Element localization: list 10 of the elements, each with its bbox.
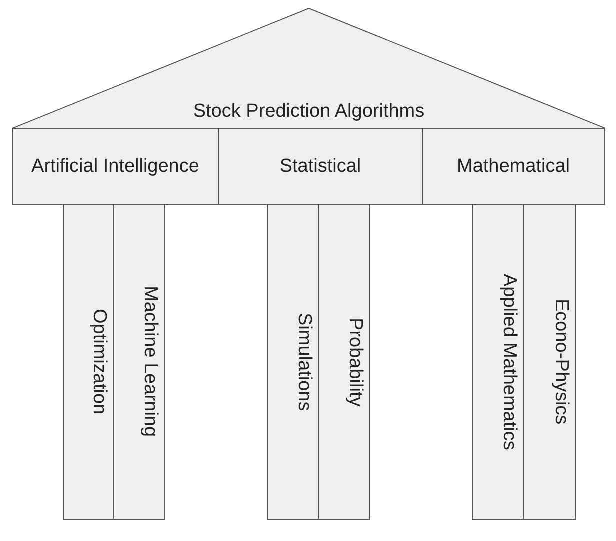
- pillar: Machine Learning: [113, 204, 165, 520]
- category-box: Mathematical: [422, 128, 605, 205]
- roof-title: Stock Prediction Algorithms: [192, 101, 426, 123]
- pillar: Probability: [318, 204, 370, 520]
- pillar: Econo-Physics: [523, 204, 576, 520]
- pillar: Optimization: [63, 204, 114, 520]
- category-box: Artificial Intelligence: [12, 128, 219, 205]
- pillar: Applied Mathematics: [472, 204, 524, 520]
- pillar: Simulations: [267, 204, 319, 520]
- category-box: Statistical: [218, 128, 423, 205]
